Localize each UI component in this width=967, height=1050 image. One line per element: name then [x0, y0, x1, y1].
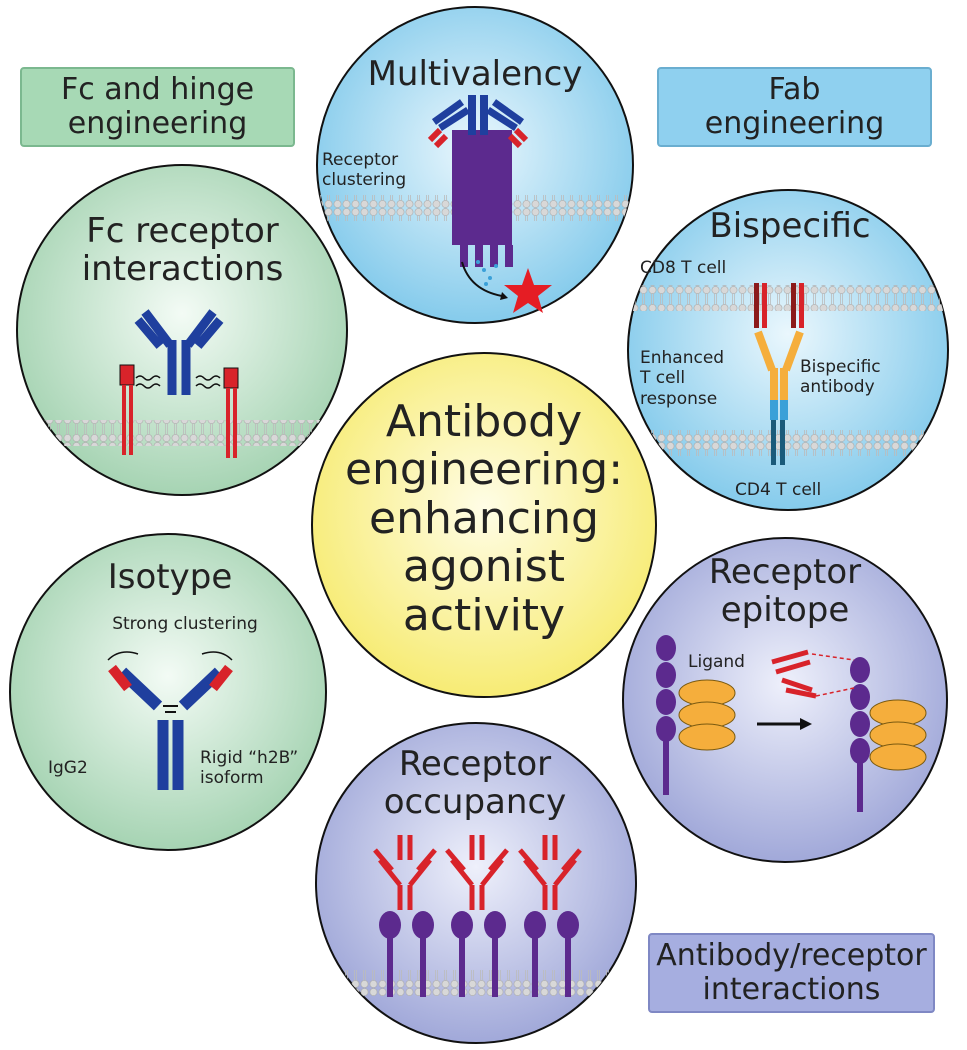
bispecific-title: Bispecific: [709, 206, 871, 246]
label-line: response: [640, 388, 718, 409]
title-line: interactions: [81, 249, 284, 290]
center-title: Antibody engineering: enhancing agonist …: [322, 396, 646, 641]
multivalent-antibody: [427, 95, 529, 149]
bispecific-antibody: [754, 330, 804, 420]
receptor-right: [850, 657, 870, 812]
igg2-label: IgG2: [48, 758, 88, 778]
label-line: Rigid “h2B”: [200, 748, 299, 768]
tcr-receptors: [754, 283, 804, 328]
multivalency-panel: [316, 6, 634, 324]
title-line: epitope: [720, 590, 850, 631]
bispecific-antibody-label: Bispecific antibody: [800, 357, 910, 398]
receptor-clustering-label: Receptor clustering: [322, 150, 432, 191]
receptor-epitope-title: Receptor epitope: [680, 553, 890, 629]
strong-clustering-label: Strong clustering: [112, 614, 258, 634]
ligand-left: [678, 679, 736, 751]
box-line: engineering: [67, 106, 248, 141]
occupancy-panel: [315, 722, 637, 1044]
center-circle: [311, 352, 657, 698]
label-line: clustering: [322, 170, 407, 191]
box-line: Fc and hinge: [60, 72, 255, 108]
clustered-receptors: [452, 130, 513, 267]
fc-receptor-right: [223, 367, 239, 458]
enhanced-response-label: Enhanced T cell response: [640, 348, 750, 409]
box-line: engineering: [704, 106, 885, 141]
epitope-antibody: [771, 649, 855, 699]
center-line: agonist: [402, 541, 566, 593]
box-line: Antibody/receptor: [656, 938, 927, 974]
ligand-right: [869, 699, 927, 771]
signal-dots: [476, 260, 498, 286]
title-line: Receptor: [398, 744, 552, 784]
igg-antibody: [134, 309, 224, 395]
fc-receptor-panel: [16, 164, 348, 496]
receptor-left: [656, 635, 676, 795]
label-line: Enhanced: [640, 348, 725, 368]
bispecific-panel: [627, 189, 949, 511]
fab-engineering-box: Fab engineering: [657, 67, 932, 147]
signal-arrow: [461, 261, 503, 297]
igg2-antibody: [107, 651, 233, 790]
ligand-label: Ligand: [688, 652, 745, 672]
center-line: activity: [402, 589, 566, 641]
fc-receptor-title: Fc receptor interactions: [40, 212, 325, 288]
center-line: Antibody: [385, 396, 583, 447]
occupancy-antibodies: [373, 835, 582, 910]
title-line: Receptor: [708, 552, 862, 592]
title-line: occupancy: [383, 782, 567, 823]
cd4-receptor: [771, 420, 785, 465]
rigid-isoform-label: Rigid “h2B” isoform: [200, 748, 310, 789]
label-line: Bispecific: [800, 357, 881, 377]
isotype-title: Isotype: [107, 557, 233, 597]
center-line: enhancing: [369, 492, 599, 544]
fc-hinge-engineering-box: Fc and hinge engineering: [20, 67, 295, 147]
center-line: engineering:: [344, 444, 624, 496]
box-line: Fab: [768, 72, 821, 108]
box-line: interactions: [702, 972, 881, 1007]
antibody-receptor-interactions-box: Antibody/receptor interactions: [648, 933, 935, 1013]
receptor-occupancy-title: Receptor occupancy: [365, 745, 585, 821]
occupancy-receptors: [379, 911, 579, 997]
multivalency-title: Multivalency: [367, 54, 583, 94]
title-line: Fc receptor: [86, 211, 279, 251]
label-line: isoform: [200, 768, 264, 789]
star-icon: [504, 268, 552, 313]
label-line: antibody: [800, 377, 875, 398]
cd4-label: CD4 T cell: [735, 480, 822, 500]
cd8-label: CD8 T cell: [640, 258, 727, 278]
fc-receptor-left: [119, 364, 135, 455]
isotype-panel: [9, 533, 327, 851]
label-line: Receptor: [322, 150, 399, 170]
epitope-panel: [622, 537, 948, 863]
label-line: T cell: [640, 368, 686, 389]
